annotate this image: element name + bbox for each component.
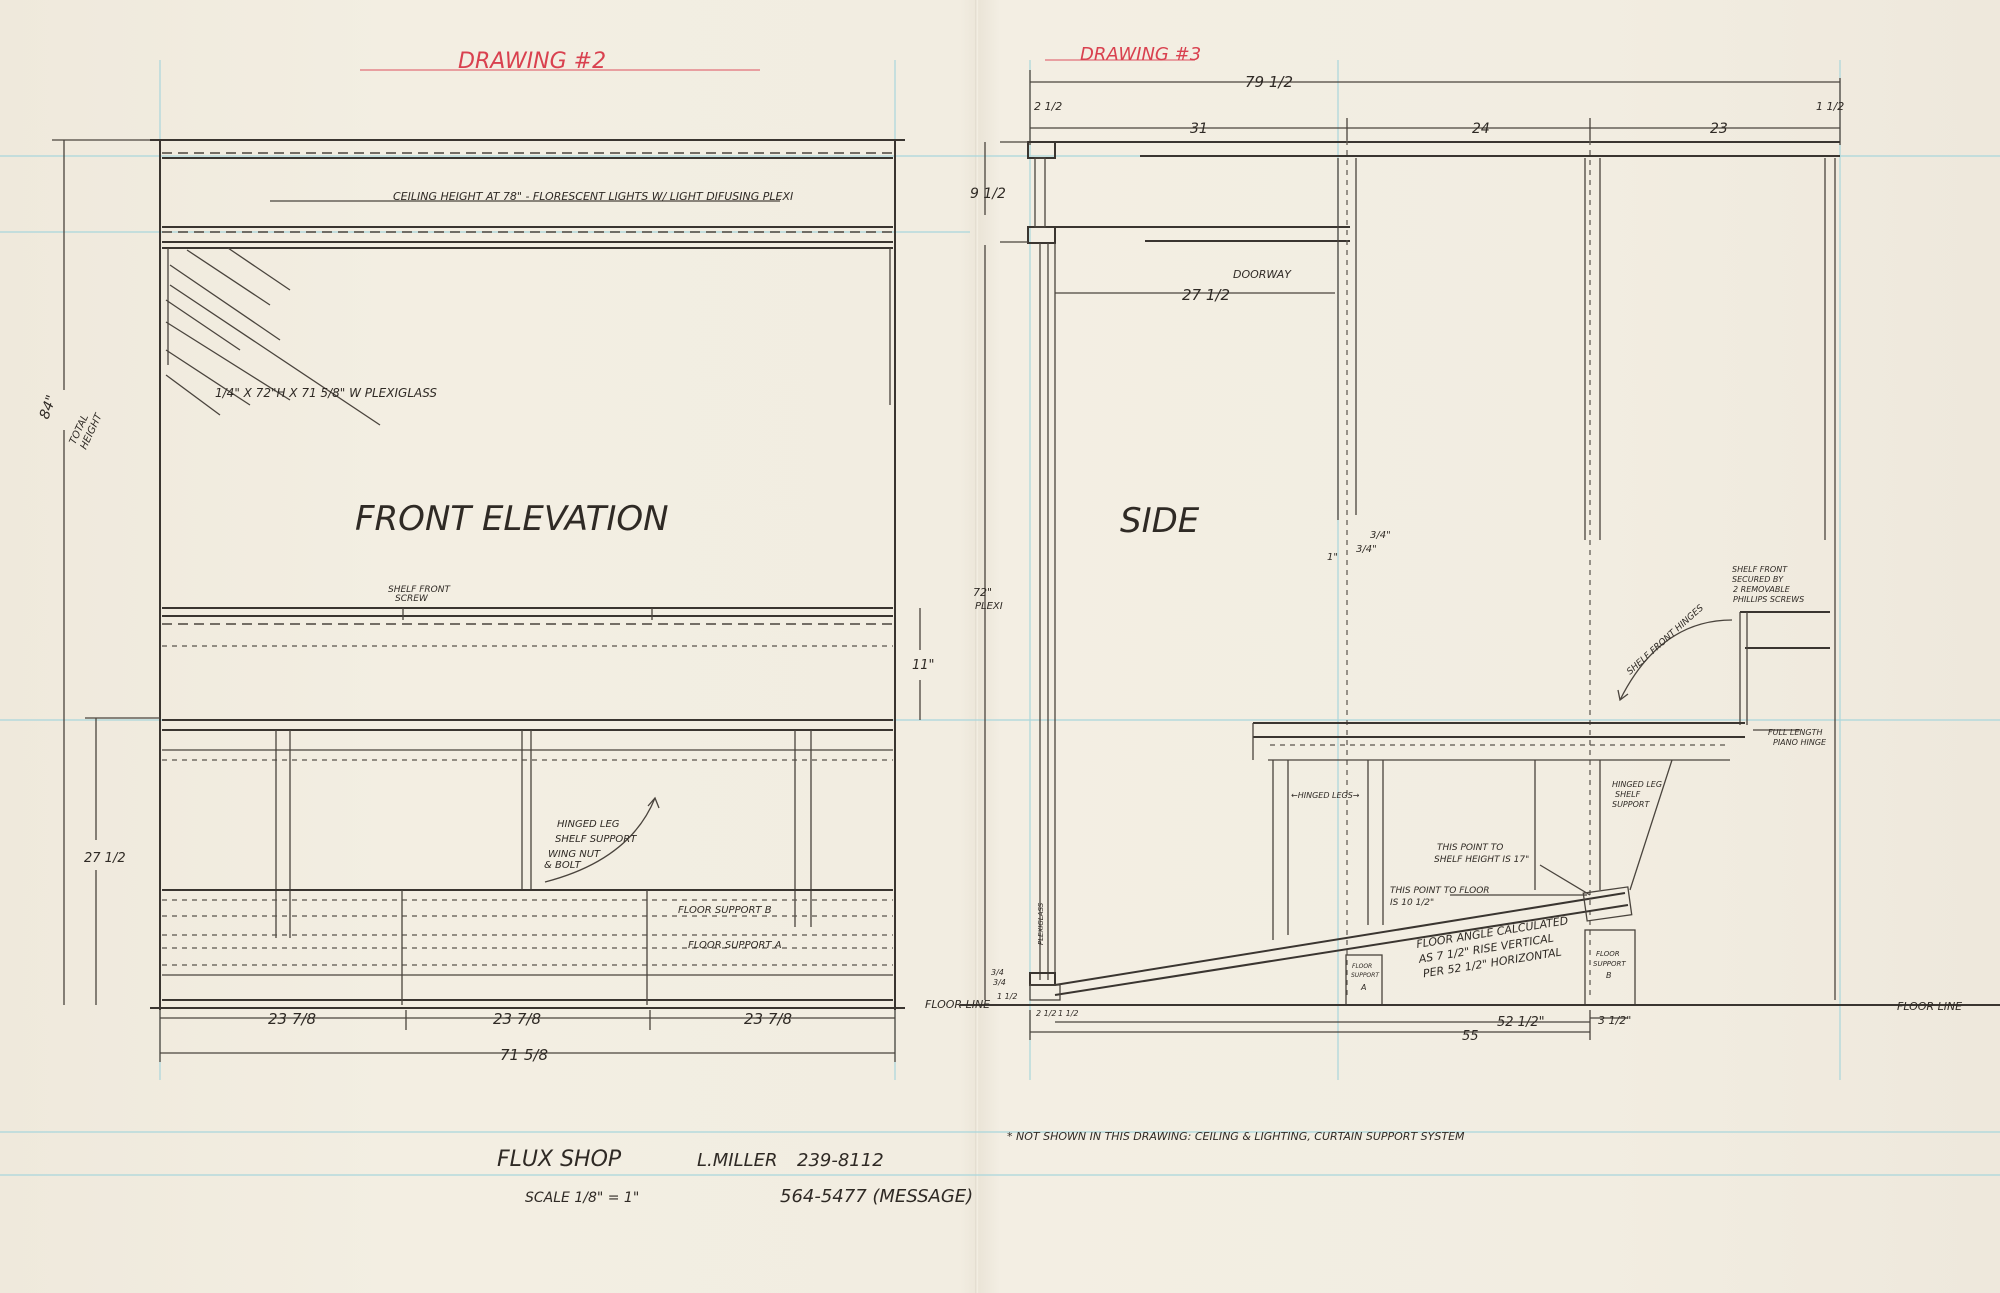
post-dim-2: 3/4": [1356, 544, 1377, 555]
doorway-dim: 27 1/2: [1182, 286, 1230, 304]
total-height-value: 84": [37, 393, 60, 421]
doorway-label: DOORWAY: [1233, 268, 1292, 281]
floor-line-right: FLOOR LINE: [1897, 1000, 1962, 1013]
shelf-front-screw-1: SHELF FRONT: [388, 585, 451, 595]
side-title: SIDE: [1120, 501, 1200, 541]
floor-support-a-1: FLOOR: [1352, 963, 1372, 970]
top-left-dim: 2 1/2: [1034, 100, 1062, 113]
drawing-labels: DRAWING #2 DRAWING #3 CEILING HEIGHT AT …: [37, 44, 1962, 1207]
shelf-front-secured-1: SHELF FRONT: [1732, 565, 1788, 574]
support-b-dim: 3 1/2": [1598, 1014, 1631, 1027]
floor-support-b-2: SUPPORT: [1593, 960, 1626, 968]
segment-dim-1: 31: [1190, 121, 1208, 137]
segment-dim-2: 24: [1472, 121, 1490, 137]
not-shown-note: * NOT SHOWN IN THIS DRAWING: CEILING & L…: [1007, 1130, 1465, 1143]
shelf-dim: 11": [912, 658, 935, 673]
plexiglass-note: 1/4" X 72"H X 71 5/8" W PLEXIGLASS: [215, 386, 437, 400]
bay-dim-2: 23 7/8: [493, 1010, 541, 1028]
bay-dim-1: 23 7/8: [268, 1010, 316, 1028]
sheet-fold: [975, 0, 978, 1293]
wing-nut-2: & BOLT: [544, 860, 582, 871]
front-elevation: [52, 69, 921, 1062]
floor-line-left: FLOOR LINE: [925, 998, 990, 1011]
wing-nut-1: WING NUT: [548, 849, 601, 860]
floor-support-b-1: FLOOR: [1596, 950, 1620, 958]
shelf-front-secured-2: SECURED BY: [1732, 575, 1784, 584]
shelf-height-note-2: SHELF HEIGHT IS 17": [1434, 855, 1529, 865]
stack-dim-3: 1 1/2: [997, 992, 1018, 1001]
post-dim-1: 1": [1327, 552, 1338, 563]
overall-width-dim: 71 5/8: [500, 1046, 548, 1064]
floor-support-a-3: A: [1360, 983, 1366, 992]
piano-hinge-1: FULL LENGTH: [1768, 728, 1823, 737]
ramp-total-dim: 55: [1462, 1029, 1479, 1044]
hinged-leg-support-1: HINGED LEG: [1612, 780, 1662, 789]
author-name: L.MILLER: [697, 1150, 778, 1171]
top-right-dim: 1 1/2: [1816, 100, 1844, 113]
shelf-front-hinges: SHELF FRONT HINGES: [1625, 603, 1706, 677]
front-elevation-title: FRONT ELEVATION: [355, 499, 669, 539]
floor-support-b-3: B: [1606, 971, 1612, 980]
drawing-3-label: DRAWING #3: [1080, 44, 1201, 65]
scale-note: SCALE 1/8" = 1": [525, 1190, 639, 1206]
post-dim-3: 3/4": [1370, 530, 1391, 541]
floor-support-b-label: FLOOR SUPPORT B: [678, 905, 772, 916]
hinged-leg-1: HINGED LEG: [557, 819, 620, 830]
drawing-2-label: DRAWING #2: [458, 49, 606, 74]
ceiling-note: CEILING HEIGHT AT 78" - FLORESCENT LIGHT…: [393, 190, 793, 203]
shelf-front-secured-3: 2 REMOVABLE: [1733, 585, 1791, 594]
piano-hinge-2: PIANO HINGE: [1773, 738, 1827, 747]
base-dim-2: 1 1/2: [1058, 1009, 1079, 1018]
segment-dim-3: 23: [1710, 121, 1728, 137]
overall-depth-dim: 79 1/2: [1245, 73, 1293, 91]
floor-note-1: THIS POINT TO FLOOR: [1390, 886, 1490, 896]
plexi-dim-2: PLEXI: [975, 601, 1003, 612]
header-height-dim: 9 1/2: [970, 186, 1006, 202]
stack-dim-1: 3/4: [991, 968, 1004, 977]
floor-support-a-label: FLOOR SUPPORT A: [688, 940, 782, 951]
floor-support-a-2: SUPPORT: [1351, 972, 1380, 979]
shelf-front-secured-4: PHILLIPS SCREWS: [1733, 595, 1804, 604]
plexiglass-vertical: PLEXIGLASS: [1037, 902, 1045, 945]
side-elevation: [960, 59, 2000, 1040]
floor-note-2: IS 10 1/2": [1390, 898, 1434, 908]
bay-dim-3: 23 7/8: [744, 1010, 792, 1028]
plexi-dim-1: 72": [973, 586, 992, 599]
ramp-dim: 52 1/2": [1497, 1015, 1545, 1030]
stack-dim-2: 3/4: [993, 978, 1006, 987]
base-dim-1: 2 1/2: [1036, 1009, 1057, 1018]
message-phone: 564-5477 (MESSAGE): [780, 1186, 973, 1207]
project-title: FLUX SHOP: [497, 1147, 622, 1172]
hinged-leg-support-2: SHELF: [1615, 790, 1641, 799]
hinged-legs-label: ←HINGED LEGS→: [1291, 791, 1360, 800]
shelf-height-note-1: THIS POINT TO: [1437, 843, 1503, 853]
author-phone: 239-8112: [797, 1150, 884, 1171]
hinged-leg-support-3: SUPPORT: [1612, 800, 1650, 809]
lower-height-dim: 27 1/2: [84, 851, 126, 866]
hinged-leg-2: SHELF SUPPORT: [555, 834, 637, 845]
shelf-front-screw-2: SCREW: [395, 594, 429, 604]
